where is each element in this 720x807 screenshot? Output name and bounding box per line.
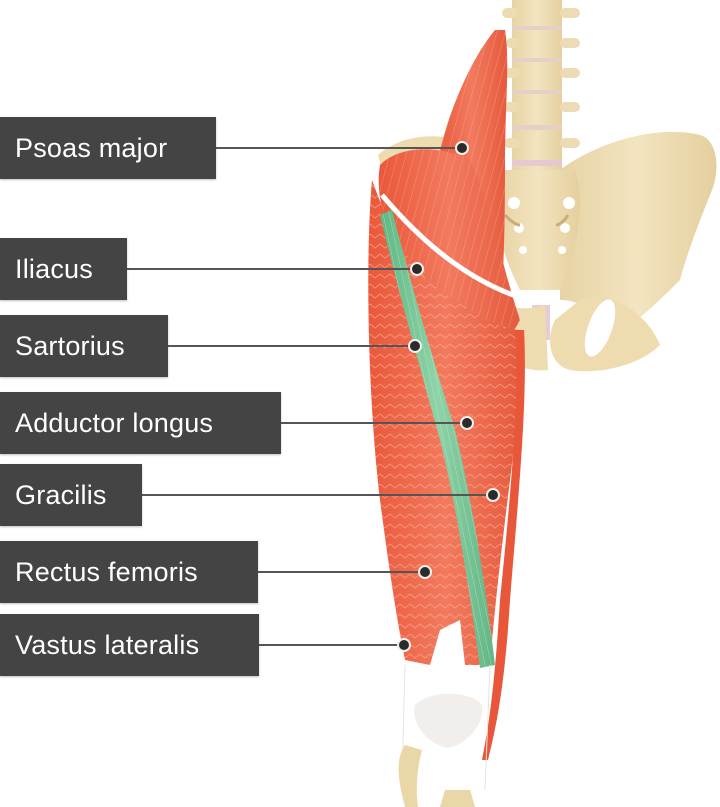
label-box: Rectus femoris [0, 541, 258, 603]
pin-marker[interactable] [418, 565, 432, 579]
leader-line [127, 268, 417, 270]
tibia-fibula [398, 745, 422, 807]
leader-line [258, 571, 425, 573]
leader-line [168, 345, 415, 347]
leader-line [281, 422, 467, 424]
label-box: Adductor longus [0, 392, 281, 454]
label-box: Vastus lateralis [0, 614, 259, 676]
label-box: Iliacus [0, 238, 127, 300]
pin-marker[interactable] [486, 488, 500, 502]
pin-marker[interactable] [397, 638, 411, 652]
leader-line [142, 494, 493, 496]
pin-marker[interactable] [460, 416, 474, 430]
label-box: Sartorius [0, 315, 168, 377]
leader-line [259, 644, 404, 646]
label-box: Psoas major [0, 117, 216, 179]
pin-marker[interactable] [408, 339, 422, 353]
gracilis-muscle [482, 330, 525, 760]
pin-marker[interactable] [410, 262, 424, 276]
pin-marker[interactable] [455, 141, 469, 155]
lumbar-spine [502, 0, 580, 170]
inguinal-ligament [380, 193, 536, 305]
label-box: Gracilis [0, 464, 142, 526]
patella [414, 693, 483, 748]
leader-line [216, 147, 462, 149]
